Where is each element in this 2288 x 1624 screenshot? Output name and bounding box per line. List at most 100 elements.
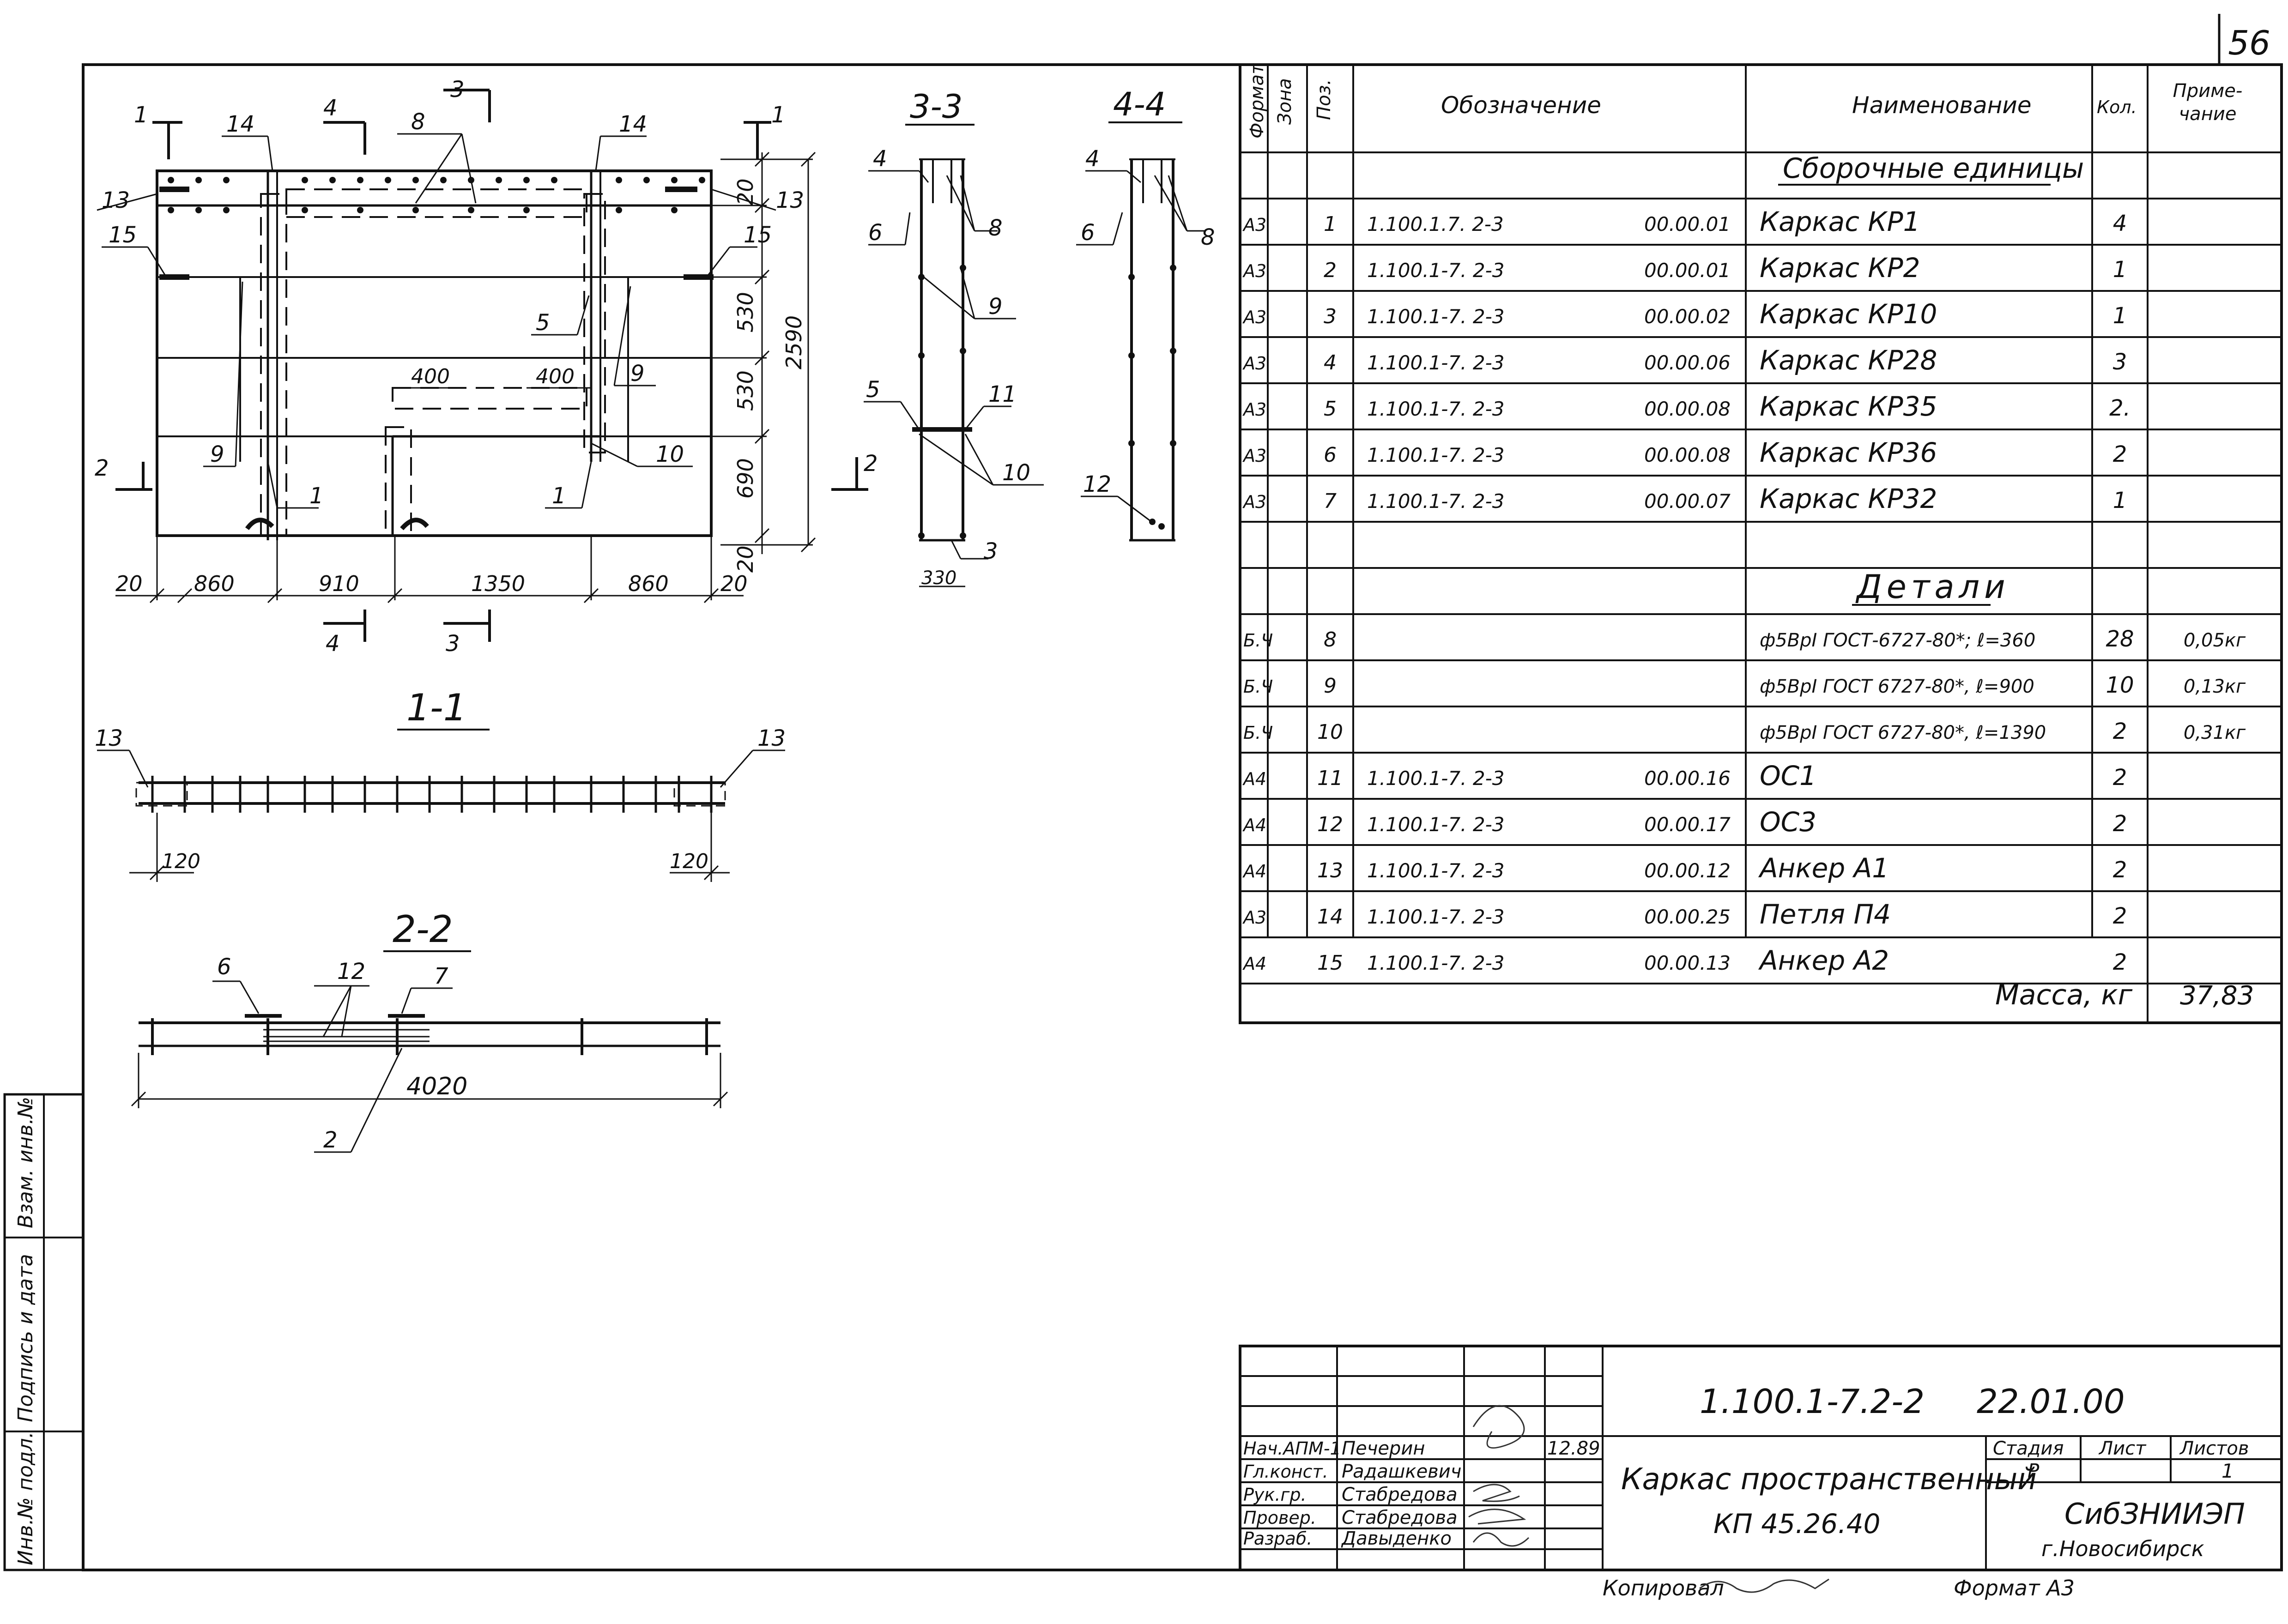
spec-row-qty: 28	[2106, 626, 2134, 652]
spec-row-code: 00.00.13	[1644, 952, 1731, 974]
spec-row-designation: 1.100.1-7. 2-3	[1367, 767, 1505, 790]
spec-row-code: 00.00.08	[1644, 444, 1731, 466]
s22-mark-2: 2	[323, 1127, 338, 1153]
spec-row-code: 00.00.25	[1644, 906, 1731, 928]
section-1-1: 1-1 13 13 120 120	[95, 686, 786, 882]
spec-row-code: 00.00.17	[1644, 813, 1731, 836]
spec-row-format: А3	[1242, 261, 1266, 281]
s44-mark-12: 12	[1083, 471, 1111, 497]
s11-dim-a: 120	[162, 850, 200, 873]
spec-row-note: 0,05кг	[2184, 630, 2246, 651]
spec-row-designation: 1.100.1-7. 2-3	[1367, 351, 1505, 374]
spec-row-format: А3	[1242, 399, 1266, 420]
main-view: 20 530 530 690 20 2590 20 860 910 1350 8…	[95, 77, 878, 657]
tb-role: Гл.конст.	[1243, 1461, 1328, 1482]
spec-row-pos: 1	[1324, 212, 1337, 236]
s44-mark-8: 8	[1201, 224, 1215, 250]
spec-row-name: Каркас КР28	[1760, 344, 1937, 376]
tb-person: Стабредова	[1342, 1484, 1458, 1505]
spec-row-designation: 1.100.1-7. 2-3	[1367, 859, 1505, 882]
spec-row-format: А4	[1242, 769, 1266, 789]
spec-row-pos: 13	[1317, 859, 1343, 882]
cut-2a: 2	[95, 455, 109, 481]
spec-row-qty: 2	[2113, 949, 2127, 975]
pos-8: 8	[411, 109, 425, 135]
pos-14a: 14	[226, 111, 254, 137]
tb-title-2: КП 45.26.40	[1713, 1508, 1881, 1539]
pos-9b: 9	[630, 361, 645, 386]
group-assembly: Сборочные единицы	[1783, 152, 2084, 185]
hdr-note-1: Приме-	[2173, 80, 2243, 102]
spec-row-note: 0,31кг	[2184, 722, 2246, 743]
stamp-vzam-inv: Взам. инв.№	[14, 1097, 37, 1228]
spec-row-pos: 14	[1317, 905, 1343, 929]
tb-role: Нач.АПМ-1	[1243, 1438, 1341, 1459]
tb-stage-label: Стадия	[1993, 1438, 2064, 1459]
spec-row-code: 00.00.08	[1644, 398, 1731, 420]
spec-row-name: Каркас КР1	[1760, 206, 1920, 237]
spec-row-format: Б.Ч	[1243, 630, 1273, 651]
s33-mark-4: 4	[873, 146, 887, 172]
mass-value: 37,83	[2180, 981, 2254, 1011]
spec-row-code: 00.00.01	[1644, 259, 1731, 282]
stamp-inv-podl: Инв.№ подл.	[14, 1431, 37, 1565]
pos-10: 10	[656, 441, 684, 467]
pos-5: 5	[536, 310, 550, 336]
spec-row-code: 00.00.06	[1644, 351, 1731, 374]
spec-row-pos: 11	[1317, 767, 1343, 790]
s33-mark-6: 6	[868, 220, 883, 246]
spec-row-qty: 2	[2113, 857, 2127, 883]
cut-3a: 3	[450, 77, 465, 103]
pos-13b: 13	[776, 187, 804, 213]
spec-row-name: ф5ВрI ГОСТ-6727-80*; ℓ=360	[1760, 630, 2035, 651]
spec-row-qty: 10	[2106, 672, 2134, 698]
dim-bottom-5: 860	[628, 571, 669, 596]
pos-9a: 9	[210, 441, 224, 467]
spec-row-pos: 3	[1324, 305, 1337, 328]
spec-row-format: А3	[1242, 492, 1266, 512]
spec-row-format: А3	[1242, 307, 1266, 327]
spec-row-pos: 5	[1324, 397, 1337, 421]
spec-row-name: Каркас КР32	[1760, 483, 1937, 514]
spec-row-designation: 1.100.1-7. 2-3	[1367, 305, 1505, 328]
mass-label: Масса, кг	[1995, 979, 2133, 1011]
spec-row-qty: 2	[2113, 718, 2127, 744]
s11-mark-13a: 13	[95, 725, 123, 751]
spec-row-name: Каркас КР10	[1760, 298, 1937, 330]
tb-sheets: 1	[2221, 1460, 2234, 1482]
tb-sheet-label: Лист	[2098, 1438, 2147, 1459]
tb-person: Стабредова	[1342, 1507, 1458, 1528]
spec-row-qty: 2	[2113, 903, 2127, 929]
section-4-4: 4-4 4 8 6 12	[1076, 85, 1215, 542]
dim-bottom-3: 910	[319, 571, 359, 596]
dim-right-3: 530	[733, 370, 758, 411]
spec-row-designation: 1.100.1-7. 2-3	[1367, 906, 1505, 928]
page-number: 56	[2228, 24, 2270, 62]
cut-2b: 2	[864, 451, 878, 477]
spec-row-name: Каркас КР2	[1760, 252, 1920, 284]
spec-row-name: Анкер А2	[1758, 945, 1889, 976]
s44-mark-6: 6	[1081, 220, 1095, 246]
tb-sheet-code: 22.01.00	[1977, 1382, 2125, 1421]
side-stamp: Инв.№ подл. Подпись и дата Взам. инв.№	[3, 1093, 85, 1571]
spec-row-name: Каркас КР35	[1760, 391, 1937, 422]
stamp-signature-date: Подпись и дата	[14, 1254, 37, 1422]
s22-mark-12: 12	[337, 959, 365, 984]
hdr-note-2: чание	[2179, 103, 2237, 125]
spec-row-format: Б.Ч	[1243, 676, 1273, 697]
s33-mark-10: 10	[1002, 460, 1030, 486]
tb-person: Радашкевич	[1342, 1461, 1461, 1482]
spec-row-code: 00.00.16	[1644, 767, 1731, 790]
s33-mark-9: 9	[988, 294, 1003, 320]
signatures	[1468, 1405, 1530, 1547]
spec-row-qty: 2.	[2109, 395, 2131, 421]
spec-row-name: Каркас КР36	[1760, 437, 1937, 468]
cut-3b: 3	[446, 631, 460, 657]
spec-row-pos: 15	[1317, 951, 1343, 975]
tb-copied: Копировал	[1603, 1576, 1724, 1600]
s44-mark-4: 4	[1085, 146, 1100, 172]
s33-mark-5: 5	[866, 377, 880, 403]
spec-row-designation: 1.100.1-7. 2-3	[1367, 813, 1505, 836]
spec-row-designation: 1.100.1-7. 2-3	[1367, 952, 1505, 974]
